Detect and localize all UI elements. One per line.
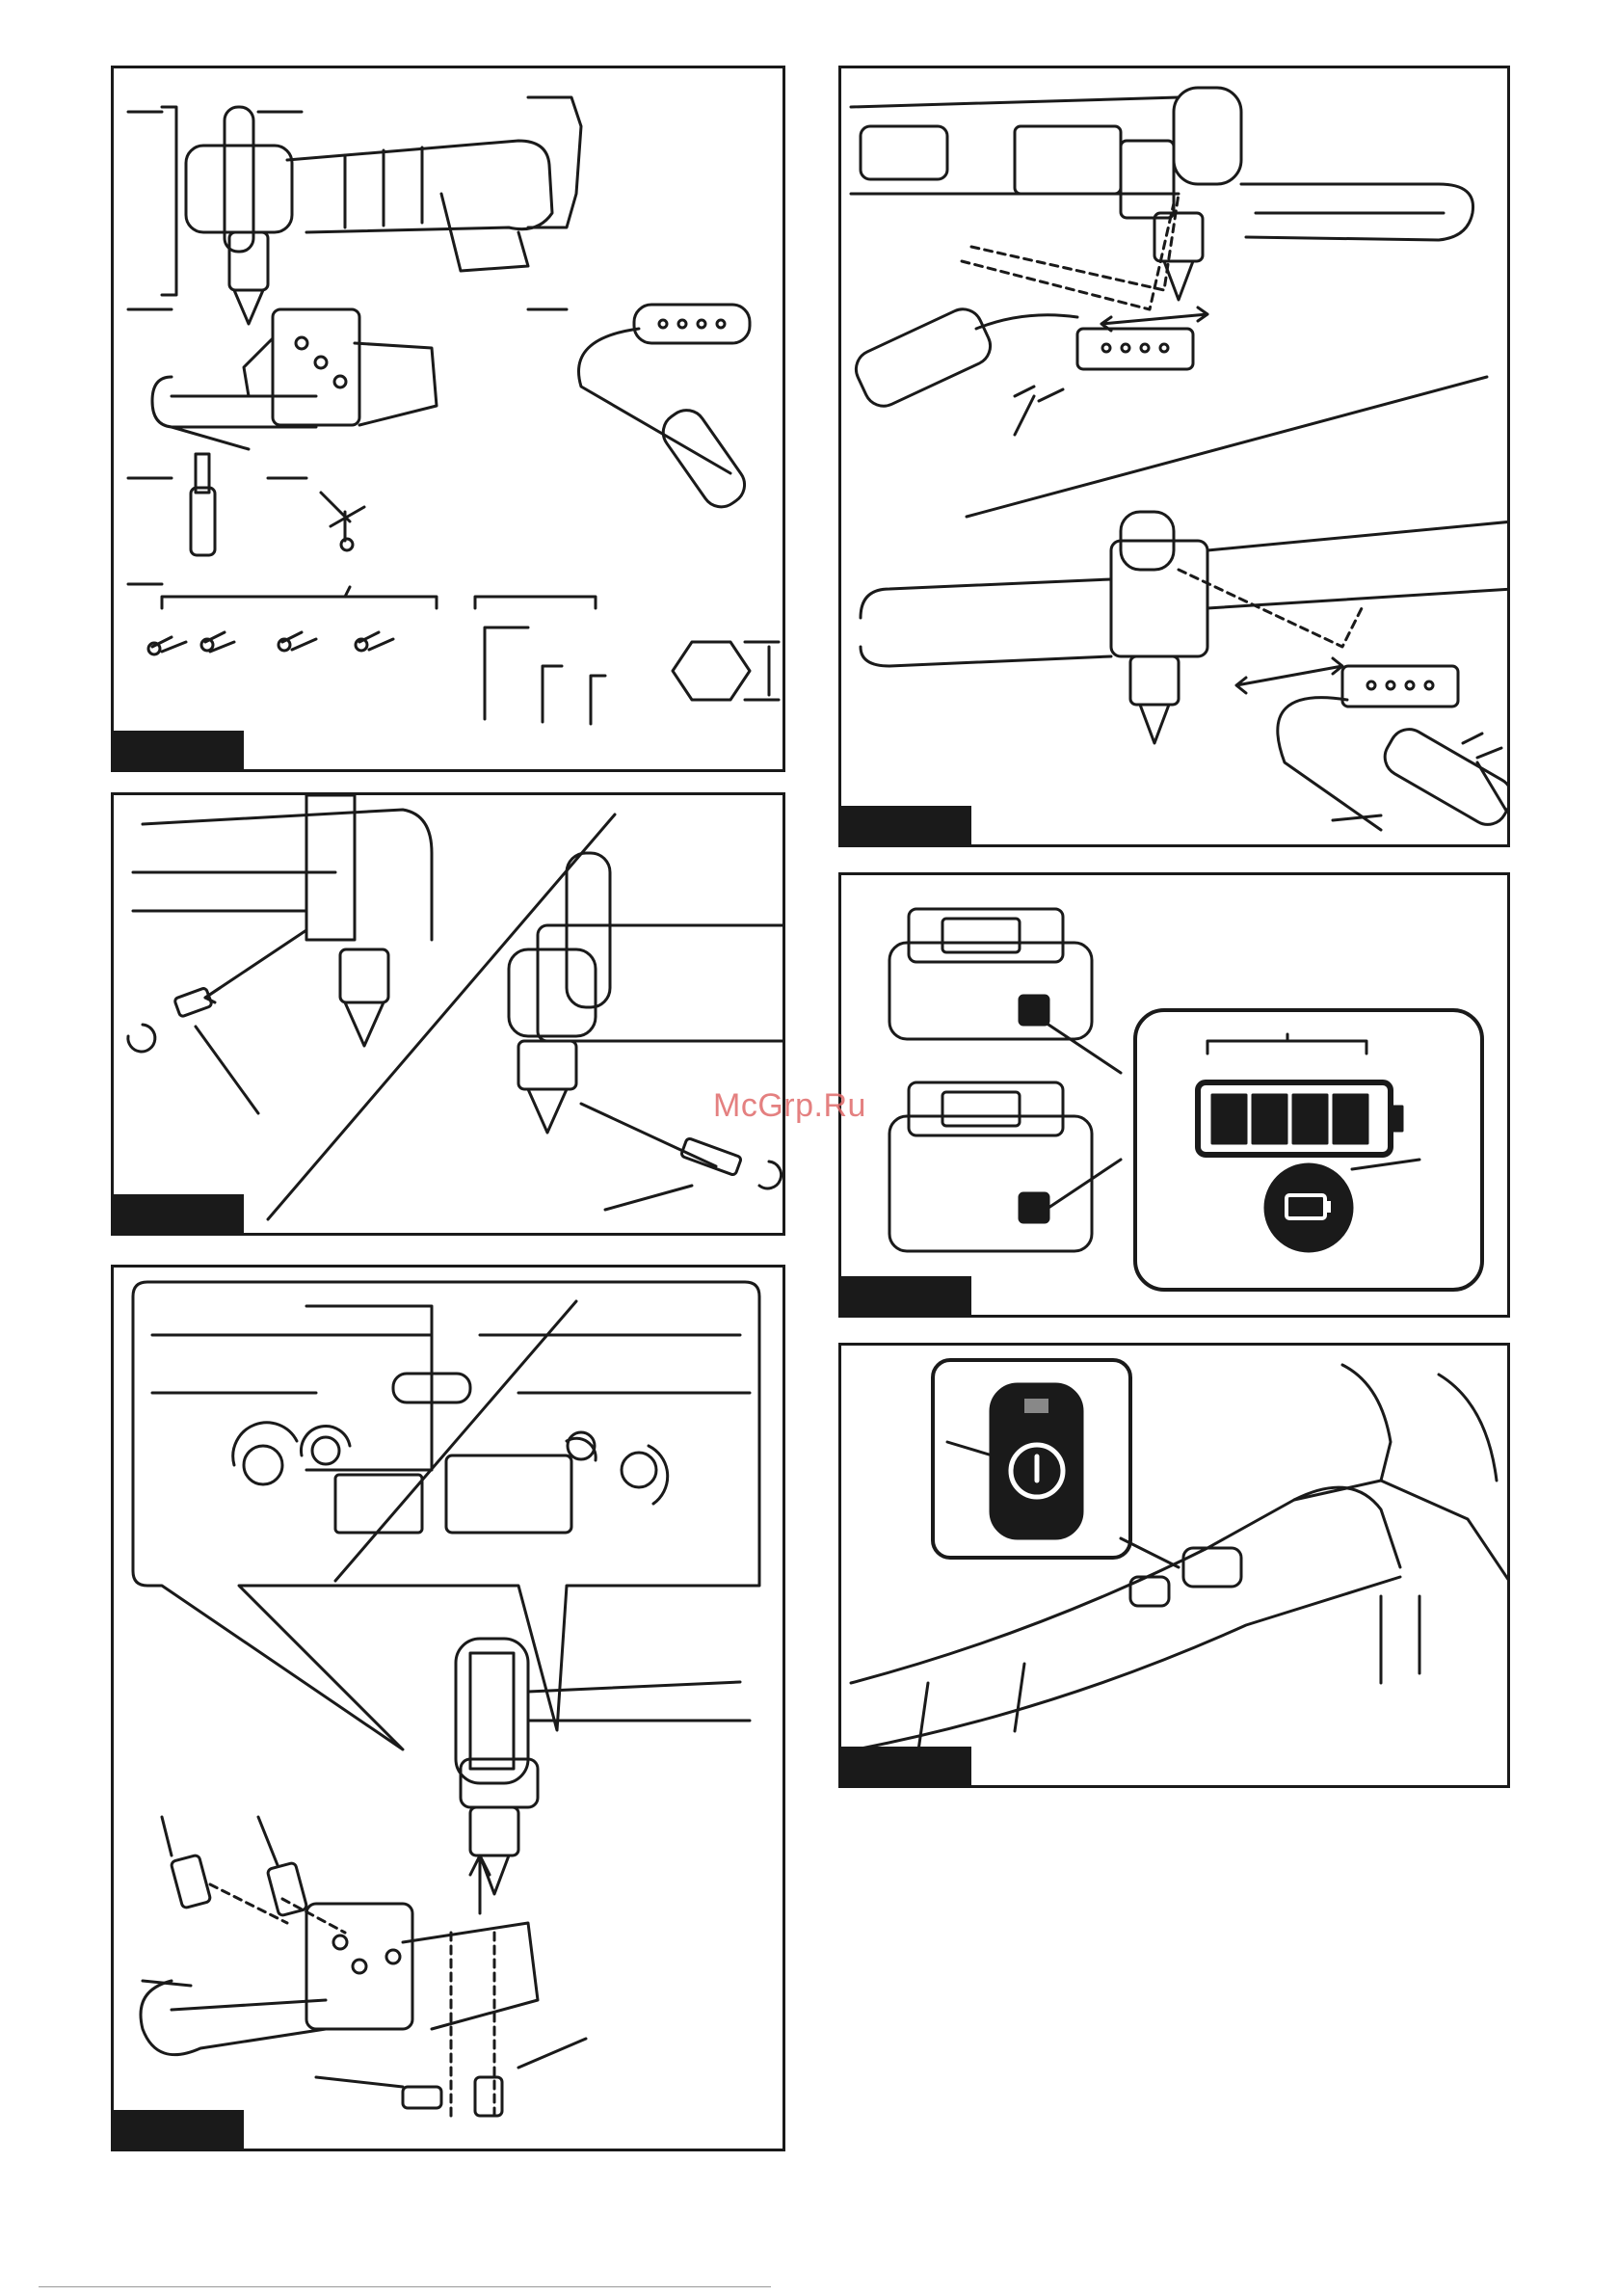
leader-line: [1333, 815, 1381, 820]
drill-main-view: [456, 1639, 750, 1894]
divider-line: [335, 1301, 576, 1581]
battery-level-icon: [1198, 1082, 1402, 1155]
figure-number-tab: [114, 1194, 244, 1233]
callout-right-detail: [446, 1335, 750, 1533]
dashed-guide: [971, 194, 1179, 290]
figure-2-panel: [111, 792, 785, 1236]
screw-pair: [1463, 734, 1501, 758]
angle-drill-drawing: [186, 97, 581, 324]
bolt-arrow: [581, 1104, 716, 1166]
bracket-line: [1207, 1034, 1366, 1054]
footer-rule: [39, 2286, 771, 2287]
side-handle-lower: [1278, 666, 1510, 832]
leader-line: [1352, 1160, 1419, 1169]
leader-line: [605, 1186, 692, 1210]
drill-top-view: [851, 88, 1473, 300]
side-handle-drawing: [579, 305, 753, 515]
callout-left-detail: [152, 1306, 470, 1533]
leader-line: [1477, 762, 1506, 811]
leader-line: [258, 1817, 278, 1865]
leader-line: [947, 1442, 995, 1456]
bolt-drawing: [680, 1137, 741, 1175]
rotate-ccw-icon: [128, 1025, 155, 1052]
divider-line: [268, 814, 615, 1219]
leader-line: [316, 2077, 403, 2087]
up-arrow: [470, 1855, 490, 1913]
figure-3-panel: [111, 1265, 785, 2151]
leader-line: [162, 1817, 172, 1855]
leader-line: [196, 1027, 258, 1113]
figure-4-panel: [838, 66, 1510, 847]
loop-handle-install-illustration: [114, 1268, 785, 2151]
screw-pair: [1015, 387, 1063, 401]
check-button-icon: [1265, 1164, 1352, 1251]
hex-size-symbol: [673, 642, 779, 700]
leader-line: [1015, 396, 1034, 435]
bracket-line: [162, 107, 176, 295]
bracket-line: [162, 597, 437, 608]
drill-bit-drawing: [191, 454, 215, 555]
chuck-key-drawing: [321, 493, 364, 550]
callout-pointer: [1121, 1538, 1179, 1567]
loop-handle-bracket: [141, 1904, 538, 2055]
screws-drawing: [148, 632, 393, 654]
battery-indicator-illustration: [841, 875, 1510, 1318]
package-contents-illustration: [114, 68, 785, 772]
loop-handle-drawing: [152, 309, 437, 449]
figure-number-tab: [114, 731, 244, 769]
figure-5-panel: [838, 872, 1510, 1318]
screw-drawing: [171, 1855, 211, 1909]
screw-drawing: [403, 2087, 441, 2108]
dashed-guide: [451, 1933, 494, 2116]
bolt-drawing: [174, 987, 213, 1017]
watermark-text: McGrp.Ru: [713, 1087, 866, 1125]
screw-drawing: [475, 2077, 502, 2116]
rotate-cw-icon: [759, 1161, 782, 1188]
figure-number-tab: [841, 806, 971, 844]
handle-assembly-illustration: [841, 68, 1510, 847]
figure-number-tab: [841, 1747, 971, 1785]
figure-1-panel: [111, 66, 785, 772]
leader-line: [518, 2039, 586, 2068]
figure-6-panel: [838, 1343, 1510, 1788]
hex-keys-drawing: [485, 627, 605, 724]
figure-number-tab: [114, 2110, 244, 2149]
battery-large: [889, 1082, 1092, 1251]
double-arrow: [1236, 658, 1342, 693]
figure-number-tab: [841, 1276, 971, 1315]
drill-bottom-view: [861, 512, 1510, 743]
power-switch-illustration: [841, 1346, 1510, 1788]
double-arrow: [1101, 307, 1207, 331]
battery-small: [889, 909, 1092, 1039]
remove-bolt-illustration: [114, 795, 785, 1236]
power-button-icon: [991, 1384, 1082, 1538]
